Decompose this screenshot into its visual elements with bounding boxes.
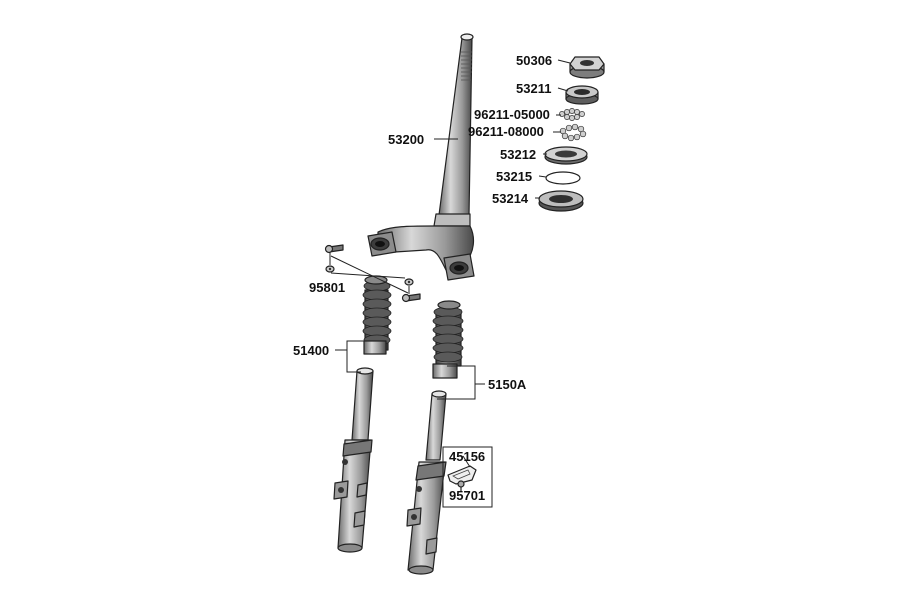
right-fork-boot <box>432 300 464 379</box>
leader-lines <box>329 59 571 468</box>
label-51400: 51400 <box>293 343 329 358</box>
dust-seal-ring <box>545 171 581 185</box>
label-95701: 95701 <box>449 488 485 503</box>
steel-balls-lower <box>559 123 587 142</box>
left-fork-leg <box>333 367 374 553</box>
label-53200: 53200 <box>388 132 424 147</box>
right-fork-leg <box>406 390 447 575</box>
guard-plate <box>447 465 477 485</box>
steering-stem <box>367 33 475 281</box>
label-45156: 45156 <box>449 449 485 464</box>
adjusting-nut <box>565 85 599 105</box>
label-95801: 95801 <box>309 280 345 295</box>
label-53215: 53215 <box>496 169 532 184</box>
left-fork-boot <box>362 275 392 355</box>
plate-screw <box>457 480 465 492</box>
label-96211-05000: 96211-05000 <box>474 107 550 122</box>
label-50306: 50306 <box>516 53 552 68</box>
steel-balls-upper <box>559 108 585 121</box>
label-53211: 53211 <box>516 81 551 96</box>
guard-plate-group-box <box>442 446 493 508</box>
lower-race <box>538 190 584 212</box>
label-5150A: 5150A <box>488 377 527 392</box>
clamp-bolts <box>324 244 421 303</box>
label-53212: 53212 <box>500 147 536 162</box>
label-96211-08000: 96211-08000 <box>468 124 544 139</box>
label-53214: 53214 <box>492 191 529 206</box>
lock-nut <box>569 56 605 79</box>
upper-race <box>544 146 588 165</box>
